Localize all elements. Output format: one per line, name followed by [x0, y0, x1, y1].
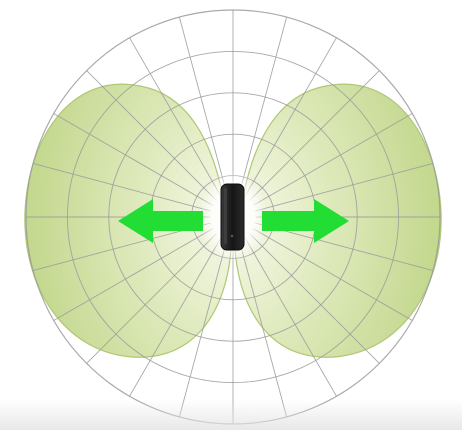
usb-adapter-icon: [221, 184, 244, 250]
bottom-shadow-band: [0, 400, 462, 430]
